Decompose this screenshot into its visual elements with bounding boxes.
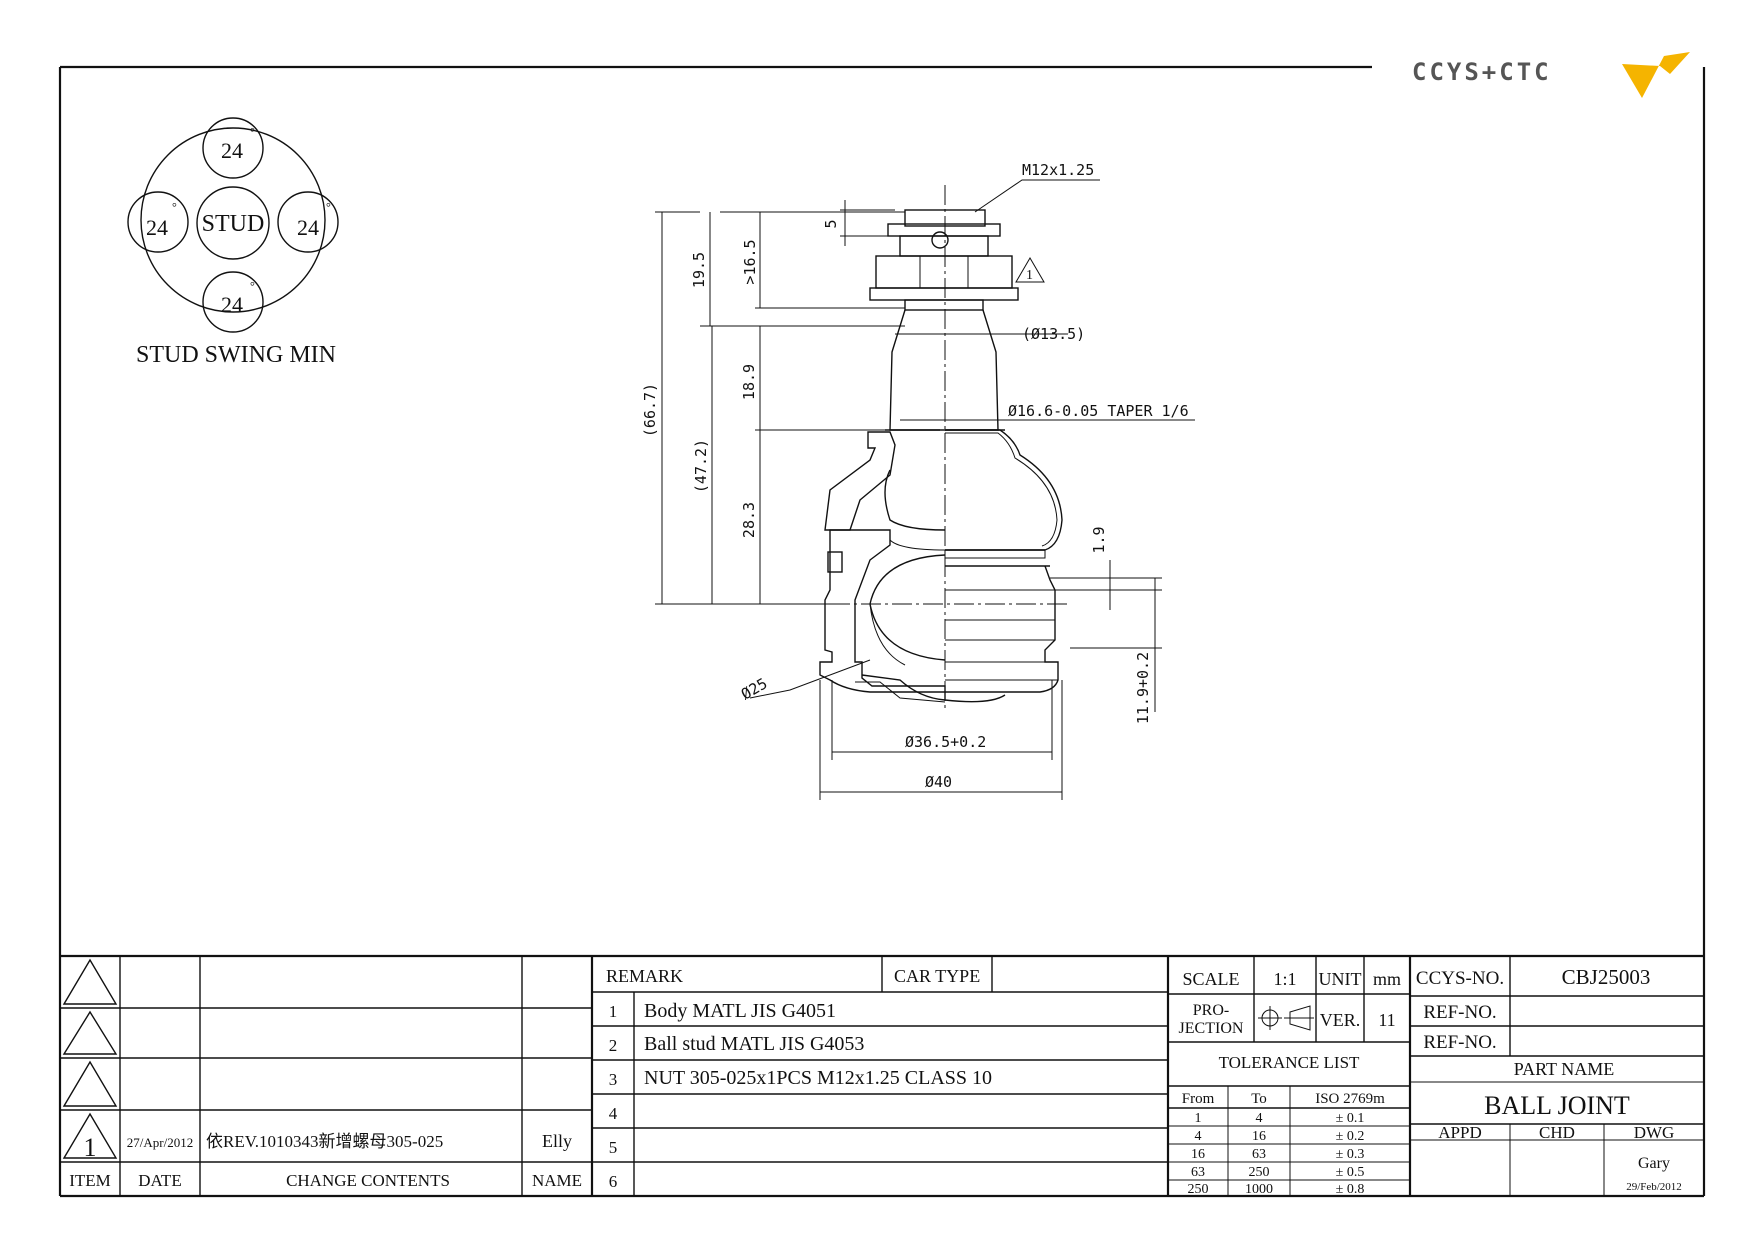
revision-name: Elly bbox=[542, 1131, 572, 1151]
part-name-label: PART NAME bbox=[1514, 1059, 1614, 1079]
svg-text:± 0.1: ± 0.1 bbox=[1336, 1111, 1365, 1126]
svg-text:1000: 1000 bbox=[1245, 1182, 1273, 1197]
remark-item-1: Body MATL JIS G4051 bbox=[644, 1000, 836, 1022]
dwg-label: DWG bbox=[1634, 1123, 1675, 1142]
svg-text:4: 4 bbox=[609, 1104, 618, 1123]
svg-text:5: 5 bbox=[609, 1138, 618, 1157]
svg-text:1: 1 bbox=[1195, 1111, 1202, 1126]
logo-text: CCYS+CTC bbox=[1412, 58, 1552, 86]
dim-18-9: 18.9 bbox=[740, 364, 758, 400]
dimension-lines: M12x1.25 5 19.5 >16.5 (Ø13.5) (66.7) bbox=[641, 161, 1195, 800]
logo-mark-icon bbox=[1622, 52, 1690, 98]
svg-text:± 0.2: ± 0.2 bbox=[1336, 1129, 1365, 1144]
scale-label: SCALE bbox=[1182, 969, 1239, 989]
castle-nut bbox=[869, 209, 1019, 311]
projection-symbol-icon bbox=[1258, 1005, 1314, 1031]
part-info-block: CCYS-NO. CBJ25003 REF-NO. REF-NO. PART N… bbox=[1410, 956, 1704, 1196]
svg-text:°: ° bbox=[326, 200, 331, 214]
ver-value: 11 bbox=[1378, 1010, 1395, 1030]
svg-text:ISO 2769m: ISO 2769m bbox=[1315, 1091, 1385, 1107]
svg-text:± 0.5: ± 0.5 bbox=[1336, 1165, 1365, 1180]
ccys-no-label: CCYS-NO. bbox=[1416, 968, 1504, 989]
swing-center-label: STUD bbox=[202, 211, 265, 237]
dim-16-5: >16.5 bbox=[741, 239, 759, 284]
ref-no-label-1: REF-NO. bbox=[1423, 1002, 1496, 1023]
svg-text:1: 1 bbox=[609, 1002, 618, 1021]
svg-text:250: 250 bbox=[1249, 1165, 1270, 1180]
chd-label: CHD bbox=[1539, 1123, 1575, 1142]
remark-table: REMARK CAR TYPE 1 Body MATL JIS G4051 2 … bbox=[592, 956, 1170, 1196]
drawn-date: 29/Feb/2012 bbox=[1626, 1181, 1682, 1193]
svg-text:°: ° bbox=[250, 279, 255, 293]
svg-text:250: 250 bbox=[1188, 1182, 1209, 1197]
dim-25: Ø25 bbox=[738, 674, 770, 703]
housing bbox=[819, 529, 1059, 703]
stud-swing-diagram: STUD 24 24 24 24 ° ° ° ° STUD SWING MIN bbox=[127, 117, 339, 368]
ver-label: VER. bbox=[1320, 1010, 1361, 1030]
tolerance-title: TOLERANCE LIST bbox=[1219, 1053, 1360, 1072]
dim-66-7: (66.7) bbox=[641, 383, 659, 437]
svg-text:63: 63 bbox=[1191, 1165, 1205, 1180]
dim-1-9: 1.9 bbox=[1090, 526, 1108, 553]
projection-label-1: PRO- bbox=[1193, 1002, 1229, 1019]
revision-item-number: 1 bbox=[84, 1133, 97, 1162]
ref-no-label-2: REF-NO. bbox=[1423, 1032, 1496, 1053]
remark-label: REMARK bbox=[606, 966, 683, 986]
header-item: ITEM bbox=[69, 1171, 111, 1190]
rev-marker: 1 bbox=[1026, 268, 1033, 283]
scale-tolerance-block: SCALE 1:1 UNIT mm PRO- JECTION VER. 11 T… bbox=[1168, 956, 1412, 1197]
swing-left-value: 24 bbox=[146, 215, 168, 240]
swing-top-value: 24 bbox=[221, 138, 243, 163]
svg-text:16: 16 bbox=[1252, 1129, 1266, 1144]
ccys-no-value: CBJ25003 bbox=[1562, 965, 1651, 989]
dim-13-5: (Ø13.5) bbox=[1022, 325, 1085, 343]
svg-text:3: 3 bbox=[609, 1070, 618, 1089]
swing-title: STUD SWING MIN bbox=[136, 342, 336, 368]
dim-36-5: Ø36.5+0.2 bbox=[905, 733, 986, 751]
drawn-by: Gary bbox=[1638, 1155, 1670, 1172]
unit-value: mm bbox=[1373, 969, 1401, 989]
revision-change-contents: 依REV.1010343新增螺母305-025 bbox=[206, 1132, 443, 1151]
dim-11-9: 11.9+0.2 bbox=[1134, 652, 1152, 724]
part-name-value: BALL JOINT bbox=[1484, 1091, 1630, 1120]
remark-item-2: Ball stud MATL JIS G4053 bbox=[644, 1033, 864, 1055]
svg-text:± 0.8: ± 0.8 bbox=[1336, 1182, 1365, 1197]
appd-label: APPD bbox=[1438, 1123, 1481, 1142]
degree-symbol: ° bbox=[250, 125, 255, 139]
unit-label: UNIT bbox=[1319, 969, 1362, 989]
svg-text:63: 63 bbox=[1252, 1147, 1266, 1162]
dim-40: Ø40 bbox=[925, 773, 952, 791]
svg-text:From: From bbox=[1182, 1091, 1215, 1107]
swing-right-value: 24 bbox=[297, 215, 319, 240]
svg-text:6: 6 bbox=[609, 1172, 618, 1191]
dim-thread: M12x1.25 bbox=[1022, 161, 1094, 179]
revision-table: 1 27/Apr/2012 依REV.1010343新增螺母305-025 El… bbox=[60, 956, 594, 1196]
remark-item-3: NUT 305-025x1PCS M12x1.25 CLASS 10 bbox=[644, 1067, 992, 1089]
dim-taper: Ø16.6-0.05 TAPER 1/6 bbox=[1008, 402, 1189, 420]
dim-5: 5 bbox=[822, 219, 840, 228]
dust-boot bbox=[824, 429, 1063, 551]
scale-value: 1:1 bbox=[1273, 969, 1296, 989]
car-type-label: CAR TYPE bbox=[894, 966, 980, 986]
projection-label-2: JECTION bbox=[1179, 1020, 1244, 1037]
svg-text:4: 4 bbox=[1195, 1129, 1202, 1144]
revision-date: 27/Apr/2012 bbox=[127, 1135, 193, 1150]
header-date: DATE bbox=[138, 1171, 181, 1190]
svg-text:°: ° bbox=[172, 200, 177, 214]
svg-text:16: 16 bbox=[1191, 1147, 1205, 1162]
dim-47-2: (47.2) bbox=[692, 439, 710, 493]
svg-text:± 0.3: ± 0.3 bbox=[1336, 1147, 1365, 1162]
dim-19-5: 19.5 bbox=[690, 252, 708, 288]
svg-text:2: 2 bbox=[609, 1036, 618, 1055]
title-block: 1 27/Apr/2012 依REV.1010343新增螺母305-025 El… bbox=[60, 954, 1704, 1197]
dim-28-3: 28.3 bbox=[740, 502, 758, 538]
swing-bottom-value: 24 bbox=[221, 292, 243, 317]
svg-text:To: To bbox=[1251, 1091, 1267, 1107]
ball-joint-drawing: M12x1.25 5 19.5 >16.5 (Ø13.5) (66.7) bbox=[641, 161, 1195, 800]
header-change-contents: CHANGE CONTENTS bbox=[286, 1171, 450, 1190]
header-name: NAME bbox=[532, 1171, 582, 1190]
company-logo: CCYS+CTC bbox=[1412, 52, 1690, 98]
svg-text:4: 4 bbox=[1256, 1111, 1263, 1126]
